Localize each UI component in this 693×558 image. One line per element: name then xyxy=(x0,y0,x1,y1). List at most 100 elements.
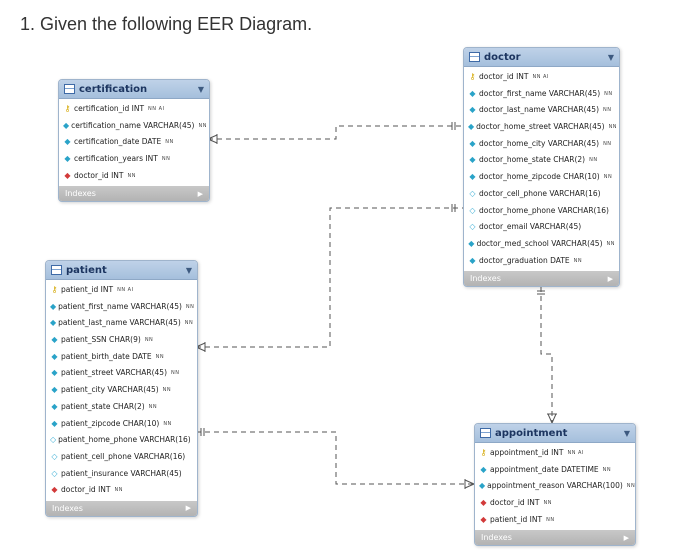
column-name: doctor_home_zipcode CHAR(10) xyxy=(479,172,600,182)
entity-header[interactable]: certification ▼ xyxy=(59,80,209,99)
column-row[interactable]: ◆doctor_first_name VARCHAR(45)NN xyxy=(468,86,615,103)
chevron-down-icon[interactable]: ▼ xyxy=(607,52,614,62)
column-row[interactable]: ◇patient_insurance VARCHAR(45) xyxy=(50,466,193,483)
column-flags: NN xyxy=(608,124,618,131)
column-name: doctor_home_city VARCHAR(45) xyxy=(479,138,600,148)
column-flags: NN xyxy=(606,240,615,247)
indexes-section[interactable]: Indexes ▶ xyxy=(59,186,209,202)
column-flags: NN xyxy=(626,483,636,490)
column-flags: NN xyxy=(161,156,171,163)
filled-diamond-icon: ◆ xyxy=(469,88,476,98)
chevron-down-icon[interactable]: ▼ xyxy=(185,265,192,275)
open-diamond-icon: ◇ xyxy=(50,435,57,445)
chevron-down-icon[interactable]: ▼ xyxy=(623,428,630,438)
indexes-label: Indexes xyxy=(470,274,501,284)
filled-diamond-icon: ◆ xyxy=(64,154,71,164)
column-row[interactable]: ◆certification_name VARCHAR(45)NN xyxy=(63,118,206,135)
column-name: doctor_home_state CHAR(2) xyxy=(479,155,586,165)
column-flags: NN xyxy=(165,139,174,146)
column-flags: NN xyxy=(603,107,612,114)
red-diamond-icon: ◆ xyxy=(480,514,487,524)
column-flags: NN xyxy=(127,172,136,179)
column-name: patient_city VARCHAR(45) xyxy=(61,385,159,395)
one-mark-doctor-patient xyxy=(451,204,456,212)
column-flags: NN AI xyxy=(532,74,549,80)
key-icon: ⚷ xyxy=(480,448,487,457)
chevron-down-icon[interactable]: ▼ xyxy=(197,84,204,94)
column-row[interactable]: ◇patient_cell_phone VARCHAR(16) xyxy=(50,449,193,466)
column-row[interactable]: ◆doctor_home_state CHAR(2)NN xyxy=(468,152,615,169)
column-row[interactable]: ◆patient_zipcode CHAR(10)NN xyxy=(50,416,193,433)
rel-appointment-doctor[interactable] xyxy=(540,287,553,423)
column-flags: NN xyxy=(546,516,555,523)
column-name: doctor_id INT xyxy=(490,498,540,508)
column-row[interactable]: ◇patient_home_phone VARCHAR(16) xyxy=(50,432,193,449)
indexes-section[interactable]: Indexes ▶ xyxy=(464,271,619,287)
column-row[interactable]: ◆patient_SSN CHAR(9)NN xyxy=(50,332,193,349)
column-row[interactable]: ◆doctor_home_street VARCHAR(45)NN xyxy=(468,119,618,136)
column-row[interactable]: ◇doctor_home_phone VARCHAR(16) xyxy=(468,203,615,220)
filled-diamond-icon: ◆ xyxy=(64,137,71,147)
column-name: appointment_date DATETIME xyxy=(490,464,599,474)
entity-header[interactable]: appointment ▼ xyxy=(475,424,635,443)
indexes-section[interactable]: Indexes ▶ xyxy=(46,500,197,516)
chevron-right-icon[interactable]: ▶ xyxy=(623,533,629,542)
indexes-label: Indexes xyxy=(481,533,512,543)
column-name: patient_street VARCHAR(45) xyxy=(61,368,167,378)
chevron-right-icon[interactable]: ▶ xyxy=(607,274,613,283)
rel-appointment-patient[interactable] xyxy=(196,431,474,485)
column-flags: NN xyxy=(171,370,180,377)
filled-diamond-icon: ◆ xyxy=(469,172,476,182)
indexes-section[interactable]: Indexes ▶ xyxy=(475,530,635,546)
column-name: patient_id INT xyxy=(61,285,114,294)
rel-patient-doctor[interactable] xyxy=(196,207,463,348)
column-row[interactable]: ◇doctor_cell_phone VARCHAR(16) xyxy=(468,186,615,203)
column-name: doctor_email VARCHAR(45) xyxy=(479,222,582,232)
rel-certification-doctor[interactable] xyxy=(208,125,463,140)
column-name: doctor_last_name VARCHAR(45) xyxy=(479,105,599,115)
column-flags: NN xyxy=(543,500,552,507)
entity-header[interactable]: patient ▼ xyxy=(46,261,197,280)
column-row[interactable]: ◆patient_last_name VARCHAR(45)NN xyxy=(50,315,193,332)
column-row[interactable]: ◆patient_first_name VARCHAR(45)NN xyxy=(50,299,194,316)
entity-title: appointment xyxy=(495,427,568,439)
column-name: doctor_graduation DATE xyxy=(479,255,570,265)
open-diamond-icon: ◇ xyxy=(469,205,476,215)
column-row[interactable]: ◇doctor_email VARCHAR(45) xyxy=(468,219,615,236)
column-row[interactable]: ◆doctor_home_zipcode CHAR(10)NN xyxy=(468,169,615,186)
column-row[interactable]: ◆patient_state CHAR(2)NN xyxy=(50,399,193,416)
column-flags: NN AI xyxy=(117,287,134,293)
question-text: 1. Given the following EER Diagram. xyxy=(20,14,313,34)
column-flags: NN xyxy=(603,174,613,181)
red-diamond-icon: ◆ xyxy=(480,498,487,508)
chevron-right-icon[interactable]: ▶ xyxy=(185,504,191,513)
chevron-right-icon[interactable]: ▶ xyxy=(197,189,203,198)
column-row[interactable]: ◆doctor_med_school VARCHAR(45)NN xyxy=(468,236,615,253)
column-flags: NN xyxy=(573,257,583,264)
column-row[interactable]: ◆doctor_last_name VARCHAR(45)NN xyxy=(468,102,615,119)
entity-header[interactable]: doctor ▼ xyxy=(464,48,619,67)
column-row[interactable]: ◆patient_city VARCHAR(45)NN xyxy=(50,382,193,399)
column-name: appointment_reason VARCHAR(100) xyxy=(487,481,623,491)
column-row[interactable]: ◆doctor_home_city VARCHAR(45)NN xyxy=(468,136,615,153)
column-row[interactable]: ◆appointment_reason VARCHAR(100)NN xyxy=(479,478,635,495)
column-row[interactable]: ◆patient_street VARCHAR(45)NN xyxy=(50,365,193,382)
